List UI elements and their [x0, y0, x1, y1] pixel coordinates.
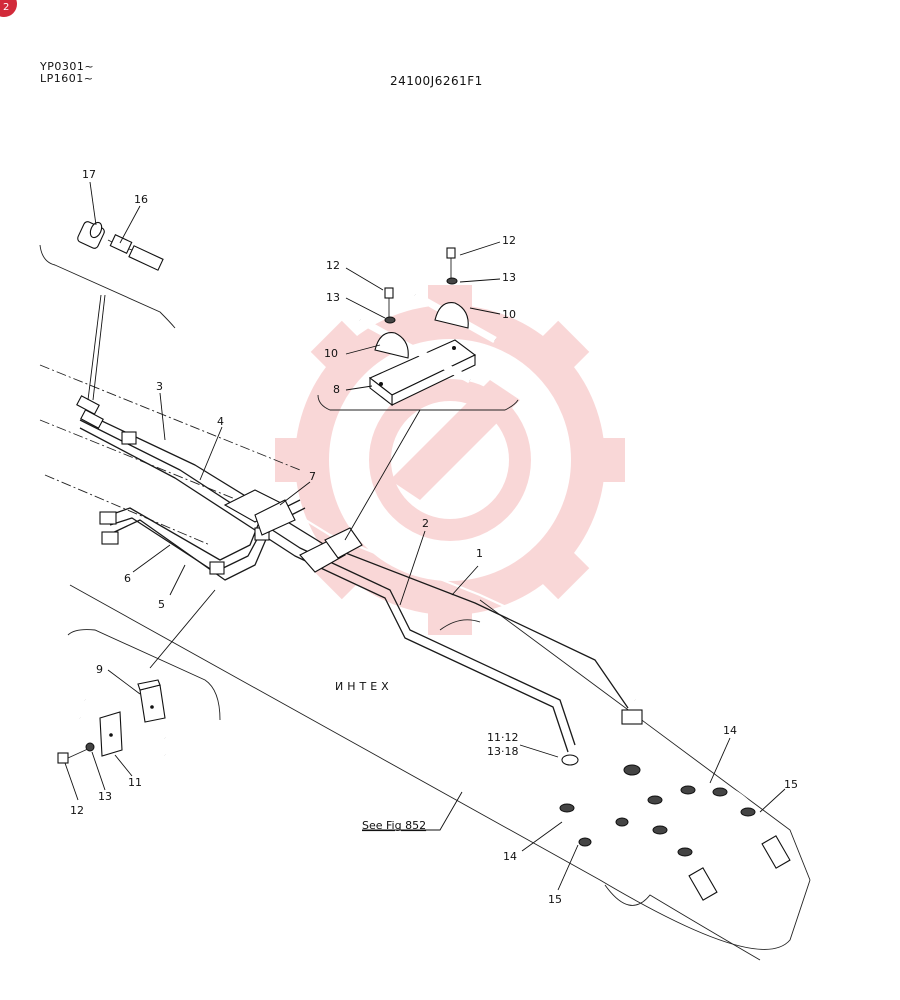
callout-14-left: 14 — [503, 850, 517, 863]
callout-15-left: 15 — [548, 893, 562, 906]
callout-15-right: 15 — [784, 778, 798, 791]
corner-badge: 2 — [0, 0, 17, 17]
serial-range-line-1: YP0301~ — [40, 60, 95, 73]
callout-1: 1 — [476, 547, 483, 560]
boom-outline — [39, 364, 811, 961]
callout-14-right: 14 — [723, 724, 737, 737]
callout-3: 3 — [156, 380, 163, 393]
callout-4: 4 — [217, 415, 224, 428]
callout-10-left: 10 — [324, 347, 338, 360]
detail-inset-lower-clamp — [57, 589, 221, 764]
callout-5: 5 — [158, 598, 165, 611]
hose-assembly-right — [621, 705, 791, 869]
callout-labels: 17 16 3 4 7 2 1 6 5 12 13 10 12 13 10 8 … — [70, 168, 798, 906]
callout-10-right: 10 — [502, 308, 516, 321]
callout-leader-lines — [64, 181, 786, 891]
callout-9: 9 — [96, 663, 103, 676]
callout-12-top: 12 — [502, 234, 516, 247]
callout-8: 8 — [333, 383, 340, 396]
drawing-number: 24100J6261F1 — [390, 74, 483, 88]
pipe-assembly-upper — [79, 403, 636, 753]
serial-range-line-2: LP1601~ — [40, 72, 94, 85]
callout-11-12: 11·12 — [487, 731, 519, 744]
detail-inset-clamp-bracket — [317, 247, 519, 541]
hose-assembly-left — [559, 745, 718, 901]
callout-16: 16 — [134, 193, 148, 206]
callout-17: 17 — [82, 168, 96, 181]
see-figure-reference: See Fig 852 — [362, 819, 426, 832]
callout-6: 6 — [124, 572, 131, 585]
callout-13-top: 13 — [502, 271, 516, 284]
detail-inset-fittings — [39, 221, 176, 401]
callout-13-bottom: 13 — [98, 790, 112, 803]
callout-13-mid: 13 — [326, 291, 340, 304]
callout-2: 2 — [422, 517, 429, 530]
callout-7: 7 — [309, 470, 316, 483]
callout-12-mid: 12 — [326, 259, 340, 272]
watermark-text: ИНТЕХ — [335, 680, 393, 693]
callout-11: 11 — [128, 776, 142, 789]
corner-badge-number: 2 — [3, 2, 9, 13]
pipe-end-fittings-upper — [76, 395, 137, 445]
clamp-blocks-on-boom — [223, 489, 363, 573]
callout-13-18: 13·18 — [487, 745, 519, 758]
callout-12-bottom: 12 — [70, 804, 84, 817]
